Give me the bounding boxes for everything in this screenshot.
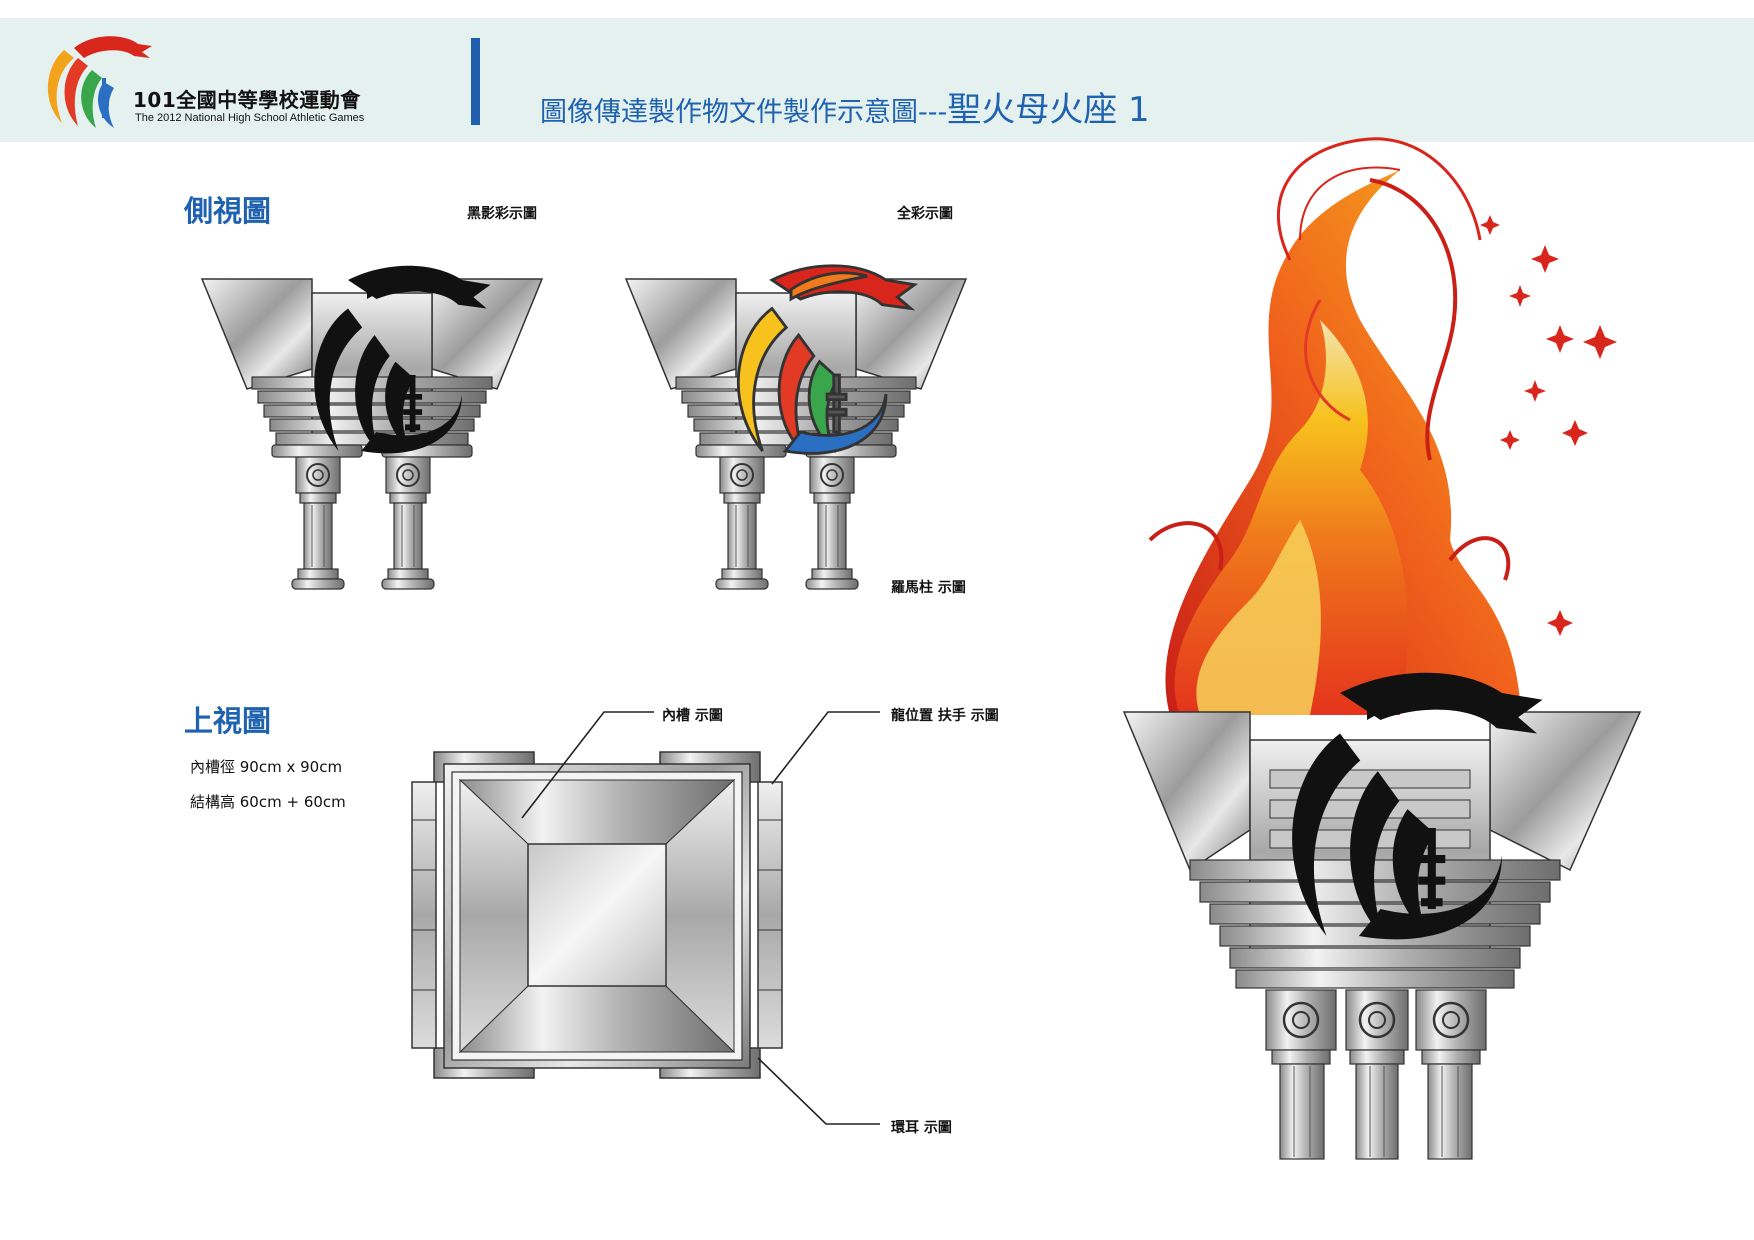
fullcolor-label: 全彩示圖 xyxy=(897,206,953,222)
page-title: 圖像傳達製作物文件製作示意圖---聖火母火座 1 xyxy=(540,82,1150,131)
page-title-main: 聖火母火座 1 xyxy=(947,90,1150,130)
ring-label: 環耳 示圖 xyxy=(891,1120,952,1136)
header-band xyxy=(0,18,1754,142)
side-view-title: 側視圖 xyxy=(184,194,272,228)
spec-inner: 內槽徑 90cm x 90cm xyxy=(190,758,343,776)
top-view-drawing xyxy=(411,751,783,1079)
spec-height: 結構高 60cm + 60cm xyxy=(190,793,346,811)
logo-subtitle: The 2012 National High School Athletic G… xyxy=(135,112,365,124)
leader-lines xyxy=(521,711,880,1125)
fullcolor-torch xyxy=(625,264,967,590)
silhouette-torch xyxy=(201,265,543,590)
silhouette-label: 黑影彩示圖 xyxy=(467,206,537,222)
games-logo xyxy=(47,36,152,128)
page-title-prefix: 圖像傳達製作物文件製作示意圖--- xyxy=(540,97,948,128)
top-view-title: 上視圖 xyxy=(184,704,272,738)
handle-label: 龍位置 扶手 示圖 xyxy=(891,708,999,724)
main-torch xyxy=(1122,137,1642,1160)
column-label: 羅馬柱 示圖 xyxy=(891,580,966,596)
logo-title: 101全國中等學校運動會 xyxy=(133,88,361,112)
header-divider xyxy=(471,38,480,125)
inner-label: 內槽 示圖 xyxy=(662,708,723,724)
